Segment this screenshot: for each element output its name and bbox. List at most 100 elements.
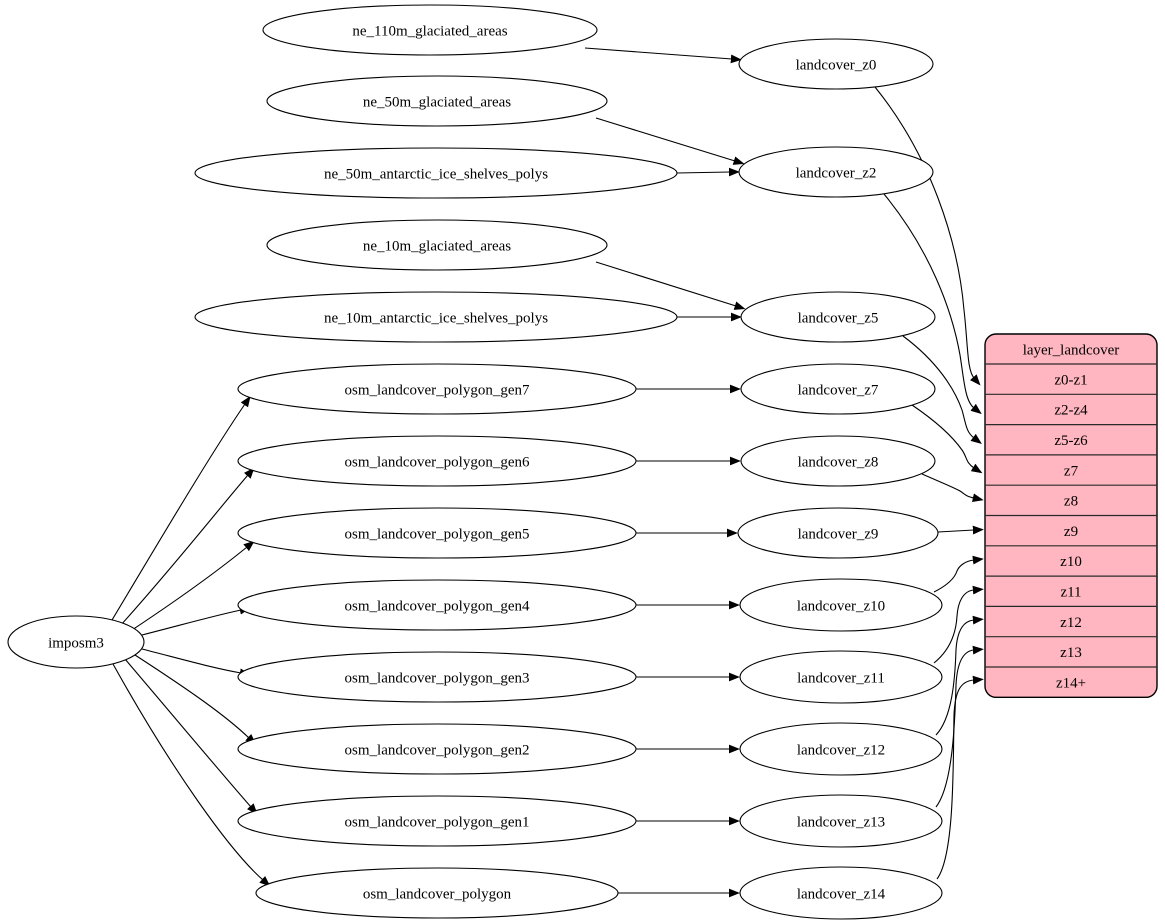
node-landcover-z9: landcover_z9 (737, 507, 939, 559)
node-ellipse-osm-landcover-polygon-gen4 (237, 579, 637, 631)
edges-layer (111, 47, 984, 898)
node-ellipse-imposm3 (7, 615, 145, 669)
node-ellipse-ne-50m-antarctic-ice-shelves-polys (194, 147, 678, 199)
node-landcover-z8: landcover_z8 (740, 435, 936, 487)
node-label-landcover-z10: landcover_z10 (797, 598, 885, 614)
node-ellipse-osm-landcover-polygon-gen5 (237, 507, 637, 559)
node-ellipse-osm-landcover-polygon-gen6 (237, 435, 637, 487)
node-ellipse-landcover-z7 (740, 363, 936, 415)
edge-landcover-z11-to-layer-landcover-z11 (933, 585, 984, 664)
edge-imposm3-to-osm-landcover-polygon (112, 663, 271, 887)
node-label-imposm3: imposm3 (48, 635, 104, 651)
node-label-osm-landcover-polygon-gen5: osm_landcover_polygon_gen5 (345, 526, 530, 542)
edge-imposm3-to-osm-landcover-polygon-gen4 (141, 605, 251, 636)
table-title: layer_landcover (1023, 342, 1120, 358)
table-row-z12: z12 (1060, 615, 1082, 631)
node-label-ne-110m-glaciated-areas: ne_110m_glaciated_areas (352, 23, 507, 39)
node-ne-10m-antarctic-ice-shelves-polys: ne_10m_antarctic_ice_shelves_polys (194, 291, 678, 343)
table-row-z5-z6: z5-z6 (1054, 433, 1088, 449)
node-label-landcover-z9: landcover_z9 (798, 526, 879, 542)
edge-imposm3-to-osm-landcover-polygon-gen3 (141, 648, 251, 678)
node-label-osm-landcover-polygon-gen6: osm_landcover_polygon_gen6 (345, 454, 530, 470)
table-row-z13: z13 (1060, 645, 1082, 661)
edge-ne-50m-glaciated-areas-to-landcover-z2 (595, 117, 745, 165)
node-ellipse-osm-landcover-polygon (255, 867, 619, 919)
node-landcover-z14: landcover_z14 (739, 866, 943, 920)
node-label-landcover-z5: landcover_z5 (798, 310, 879, 326)
node-ellipse-landcover-z11 (739, 650, 943, 704)
node-ellipse-landcover-z9 (737, 507, 939, 559)
node-osm-landcover-polygon-gen7: osm_landcover_polygon_gen7 (237, 363, 637, 415)
table-row-z8: z8 (1064, 494, 1078, 510)
node-ellipse-osm-landcover-polygon-gen2 (237, 723, 637, 775)
table-node-layer-landcover: layer_landcoverz0-z1z2-z4z5-z6z7z8z9z10z… (984, 333, 1158, 698)
edge-imposm3-to-osm-landcover-polygon-gen2 (134, 654, 257, 745)
node-ne-50m-antarctic-ice-shelves-polys: ne_50m_antarctic_ice_shelves_polys (194, 147, 678, 199)
node-ellipse-landcover-z13 (739, 794, 943, 848)
node-osm-landcover-polygon-gen3: osm_landcover_polygon_gen3 (237, 651, 637, 703)
edge-landcover-z10-to-layer-landcover-z10 (933, 555, 984, 593)
node-ellipse-landcover-z14 (739, 866, 943, 920)
edge-ne-110m-glaciated-areas-to-landcover-z0 (584, 47, 742, 64)
node-landcover-z12: landcover_z12 (739, 722, 943, 776)
node-label-landcover-z0: landcover_z0 (796, 57, 877, 73)
node-landcover-z7: landcover_z7 (740, 363, 936, 415)
node-ne-10m-glaciated-areas: ne_10m_glaciated_areas (266, 219, 608, 271)
node-label-landcover-z8: landcover_z8 (798, 454, 879, 470)
node-osm-landcover-polygon-gen4: osm_landcover_polygon_gen4 (237, 579, 637, 631)
node-ellipse-ne-110m-glaciated-areas (262, 4, 598, 56)
node-ellipse-ne-10m-antarctic-ice-shelves-polys (194, 291, 678, 343)
table-row-z10: z10 (1060, 554, 1082, 570)
node-label-landcover-z11: landcover_z11 (797, 670, 885, 686)
node-landcover-z5: landcover_z5 (740, 291, 936, 343)
edge-landcover-z2-to-layer-landcover-z2-z4 (883, 193, 982, 415)
node-ellipse-landcover-z12 (739, 722, 943, 776)
node-ne-50m-glaciated-areas: ne_50m_glaciated_areas (266, 75, 608, 127)
edge-imposm3-to-osm-landcover-polygon-gen1 (124, 658, 258, 815)
node-label-osm-landcover-polygon-gen7: osm_landcover_polygon_gen7 (345, 382, 530, 398)
edge-imposm3-to-osm-landcover-polygon-gen5 (128, 540, 255, 633)
table-row-z14: z14+ (1056, 675, 1086, 691)
edge-landcover-z13-to-layer-landcover-z13 (935, 645, 984, 808)
node-ellipse-osm-landcover-polygon-gen7 (237, 363, 637, 415)
node-ellipse-osm-landcover-polygon-gen3 (237, 651, 637, 703)
table-row-z2-z4: z2-z4 (1054, 403, 1088, 419)
node-label-landcover-z14: landcover_z14 (797, 886, 886, 902)
node-ellipse-landcover-z8 (740, 435, 936, 487)
node-label-osm-landcover-polygon-gen4: osm_landcover_polygon_gen4 (345, 598, 530, 614)
node-ellipse-landcover-z2 (738, 146, 934, 198)
node-ellipse-ne-10m-glaciated-areas (266, 219, 608, 271)
edge-landcover-z8-to-layer-landcover-z8 (921, 473, 984, 503)
edge-landcover-z0-to-layer-landcover-z0-z1 (874, 86, 981, 386)
node-label-ne-10m-antarctic-ice-shelves-polys: ne_10m_antarctic_ice_shelves_polys (324, 310, 548, 326)
node-ellipse-landcover-z0 (738, 38, 934, 90)
edge-imposm3-to-osm-landcover-polygon-gen6 (119, 467, 255, 627)
node-landcover-z13: landcover_z13 (739, 794, 943, 848)
node-landcover-z10: landcover_z10 (739, 578, 943, 632)
node-ellipse-landcover-z5 (740, 291, 936, 343)
node-label-landcover-z7: landcover_z7 (798, 382, 879, 398)
edge-landcover-z7-to-layer-landcover-z7 (911, 404, 983, 474)
edge-landcover-z9-to-layer-landcover-z9 (937, 525, 984, 535)
edge-ne-10m-glaciated-areas-to-landcover-z5 (595, 261, 746, 310)
node-ellipse-osm-landcover-polygon-gen1 (237, 795, 637, 847)
node-osm-landcover-polygon-gen5: osm_landcover_polygon_gen5 (237, 507, 637, 559)
node-label-landcover-z13: landcover_z13 (797, 814, 885, 830)
edge-imposm3-to-osm-landcover-polygon-gen7 (111, 395, 251, 621)
node-landcover-z11: landcover_z11 (739, 650, 943, 704)
node-osm-landcover-polygon-gen2: osm_landcover_polygon_gen2 (237, 723, 637, 775)
node-landcover-z2: landcover_z2 (738, 146, 934, 198)
table-node-layer: layer_landcoverz0-z1z2-z4z5-z6z7z8z9z10z… (984, 333, 1158, 698)
node-osm-landcover-polygon-gen1: osm_landcover_polygon_gen1 (237, 795, 637, 847)
edge-landcover-z5-to-layer-landcover-z5-z6 (902, 335, 982, 444)
table-row-z7: z7 (1064, 463, 1079, 479)
node-ellipse-landcover-z10 (739, 578, 943, 632)
node-landcover-z0: landcover_z0 (738, 38, 934, 90)
edge-landcover-z14-to-layer-landcover-z14 (936, 675, 984, 880)
node-imposm3: imposm3 (7, 615, 145, 669)
node-label-ne-50m-glaciated-areas: ne_50m_glaciated_areas (363, 94, 511, 110)
node-label-landcover-z12: landcover_z12 (797, 742, 885, 758)
node-label-osm-landcover-polygon: osm_landcover_polygon (363, 886, 512, 902)
node-label-osm-landcover-polygon-gen1: osm_landcover_polygon_gen1 (345, 814, 530, 830)
